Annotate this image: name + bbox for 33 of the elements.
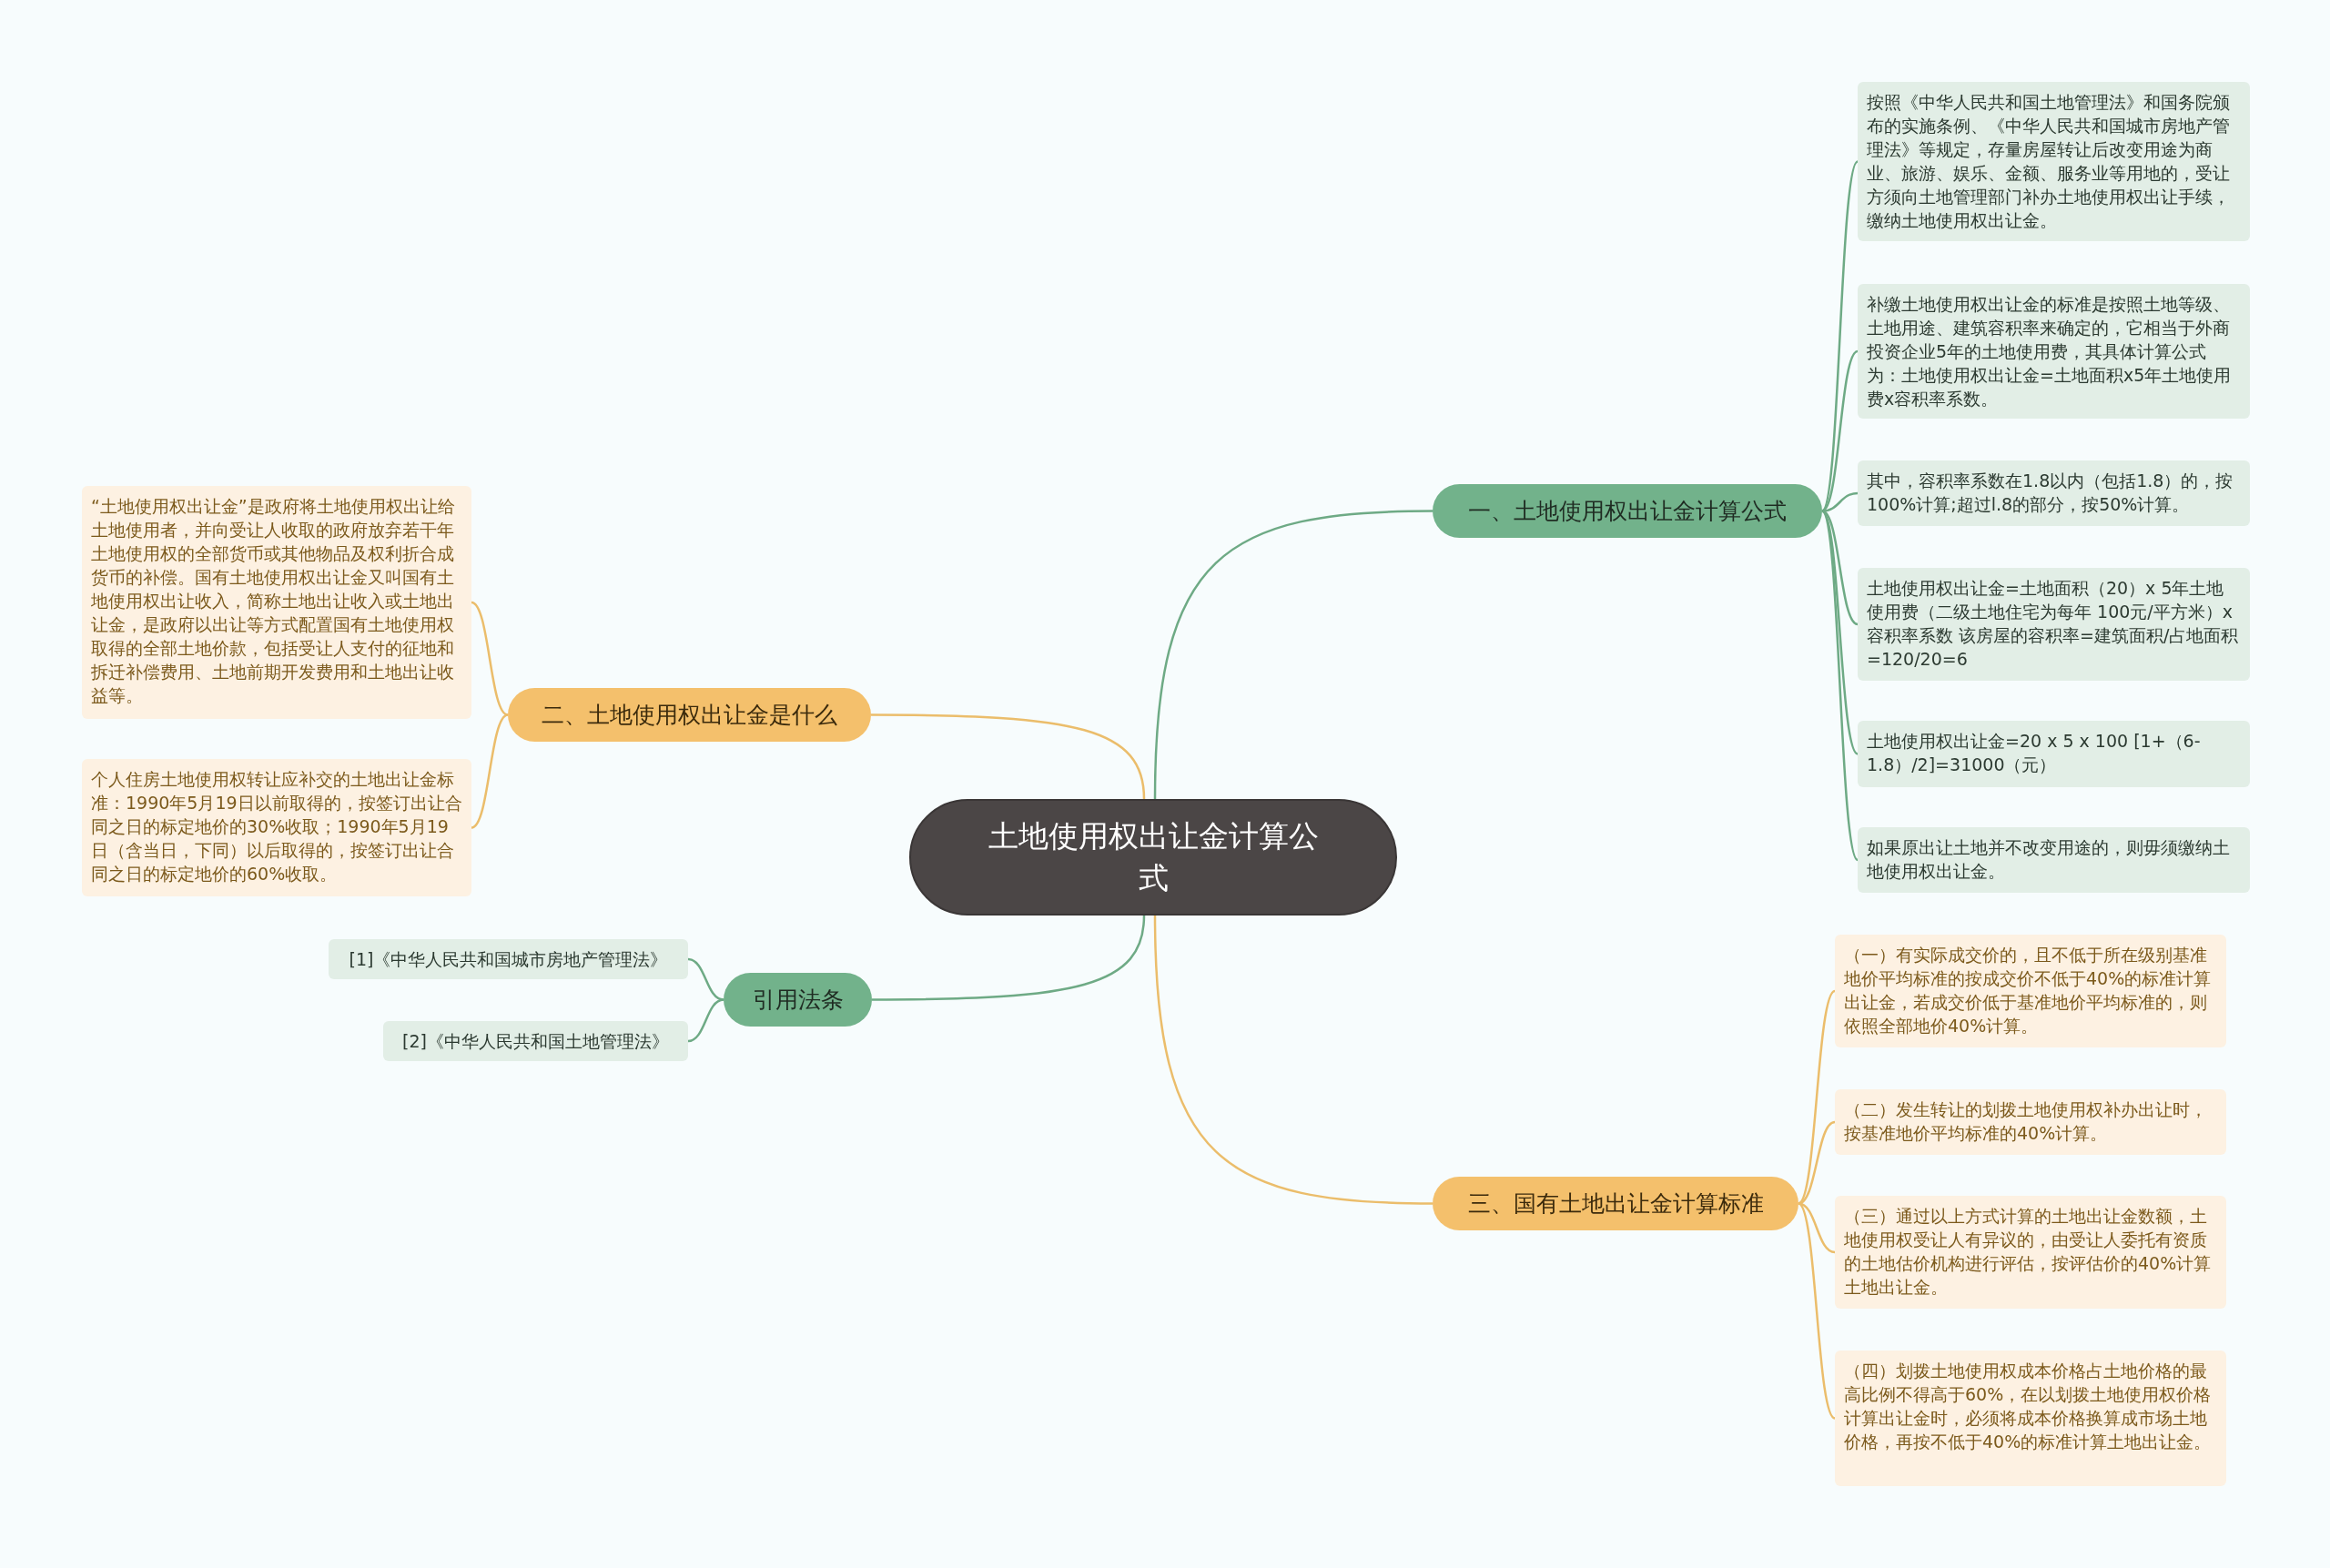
- note-card: 按照《中华人民共和国土地管理法》和国务院颁布的实施条例、《中华人民共和国城市房地产管理法》等规定，存量房屋转让后改变用途为商业、旅游、娱乐、金额、服务业等用地的，受让方须向土地管理部门补办土地使用权出让手续，缴纳土地使用权出让金。: [1858, 82, 2250, 241]
- connector-line: [1798, 1202, 1836, 1420]
- connector-line: [1798, 1120, 1836, 1205]
- note-card: 土地使用权出让金=20 x 5 x 100 [1+（6-1.8）/2]=31000（元）: [1858, 721, 2250, 787]
- branch-topic: 二、土地使用权出让金是什么: [508, 688, 871, 742]
- connector-line: [1153, 510, 1433, 800]
- connector-line: [1820, 510, 1859, 861]
- connector-line: [687, 998, 724, 1043]
- note-card: （二）发生转让的划拨土地使用权补办出让时，按基准地价平均标准的40%计算。: [1835, 1089, 2226, 1155]
- note-card: 土地使用权出让金=土地面积（20）x 5年土地使用费（二级土地住宅为每年 100元/平方米）x 容积率系数 该房屋的容积率=建筑面积/占地面积=120/20=6: [1858, 568, 2250, 681]
- connector-line: [872, 915, 1146, 1001]
- branch-topic: 三、国有土地出让金计算标准: [1433, 1177, 1798, 1230]
- central-topic: 土地使用权出让金计算公式: [909, 799, 1397, 916]
- note-card: （一）有实际成交价的，且不低于所在级别基准地价平均标准的按成交价不低于40%的标准计算出让金，若成交价低于基准地价平均标准的，则依照全部地价40%计算。: [1835, 935, 2226, 1047]
- note-card: 如果原出让土地并不改变用途的，则毋须缴纳土地使用权出让金。: [1858, 827, 2250, 893]
- connector-line: [1820, 160, 1859, 512]
- branch-topic: 引用法条: [724, 973, 872, 1027]
- note-card: （四）划拨土地使用权成本价格占土地价格的最高比例不得高于60%，在以划拨土地使用权价格计算出让金时，必须将成本价格换算成市场土地价格，再按不低于40%的标准计算土地出让金。: [1835, 1351, 2226, 1486]
- connector-line: [1798, 990, 1836, 1205]
- connector-line: [1821, 510, 1859, 755]
- note-card: “土地使用权出让金”是政府将土地使用权出让给土地使用者，并向受让人收取的政府放弃若干年土地使用权的全部货币或其他物品及权利折合成货币的补偿。国有土地使用权出让金又叫国有土地使用权出让收入，简称土地出让收入或土地出让金，是政府以出让等方式配置国有土地使用权取得的全部土地价款，包括受让人支付的征地和拆迁补偿费用、土地前期开发费用和土地出让收益等。: [82, 486, 471, 719]
- note-card: 补缴土地使用权出让金的标准是按照土地等级、土地用途、建筑容积率来确定的，它相当于外商投资企业5年的土地使用费，其具体计算公式为：土地使用权出让金=土地面积x5年土地使用费x容积率系数。: [1858, 284, 2250, 419]
- reference-tag: [1]《中华人民共和国城市房地产管理法》: [329, 939, 688, 979]
- connector-line: [687, 957, 724, 1001]
- connector-line: [871, 713, 1146, 800]
- reference-tag: [2]《中华人民共和国土地管理法》: [383, 1021, 688, 1061]
- note-card: 个人住房土地使用权转让应补交的土地出让金标准：1990年5月19日以前取得的，按签订出让合同之日的标定地价的30%收取；1990年5月19日（含当日，下同）以后取得的，按签订出让合同之日的标定地价的60%收取。: [82, 759, 471, 896]
- connector-line: [471, 713, 509, 829]
- note-card: 其中，容积率系数在1.8以内（包括1.8）的，按100%计算;超过l.8的部分，按50%计算。: [1858, 460, 2250, 526]
- connector-line: [471, 601, 509, 716]
- branch-topic: 一、土地使用权出让金计算公式: [1433, 484, 1822, 538]
- note-card: （三）通过以上方式计算的土地出让金数额，土地使用权受让人有异议的，由受让人委托有资质的土地估价机构进行评估，按评估价的40%计算土地出让金。: [1835, 1196, 2226, 1309]
- connector-line: [1153, 915, 1433, 1205]
